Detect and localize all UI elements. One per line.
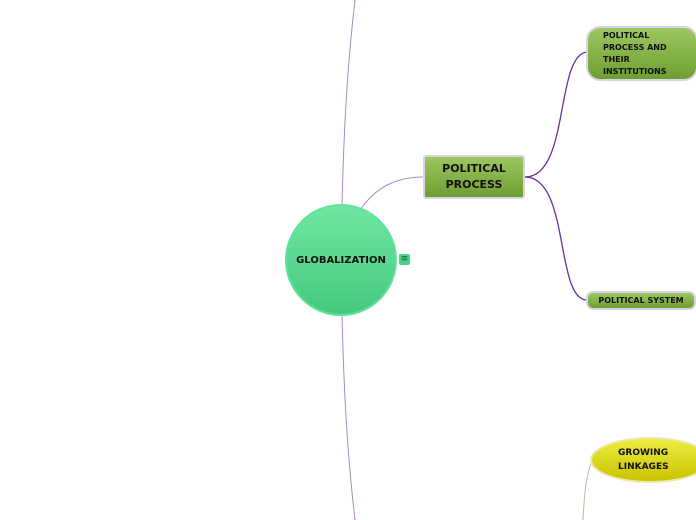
- link-root-top: [341, 0, 356, 207]
- topic-label: POLITICAL PROCESS: [442, 162, 506, 191]
- topic-political-process-institutions[interactable]: POLITICAL PROCESS AND THEIR INSTITUTIONS: [586, 26, 696, 81]
- topic-label: GROWING LINKAGES: [618, 448, 669, 472]
- link-pp-system: [524, 176, 588, 301]
- central-topic-label: GLOBALIZATION: [296, 254, 386, 266]
- topic-label: POLITICAL PROCESS AND THEIR INSTITUTIONS: [603, 30, 667, 76]
- topic-growing-linkages[interactable]: GROWING LINKAGES: [590, 437, 696, 483]
- link-linkages-down: [582, 459, 593, 520]
- link-pp-institutions: [524, 51, 588, 178]
- central-topic-globalization[interactable]: GLOBALIZATION: [285, 204, 397, 316]
- link-root-political-process: [359, 176, 425, 211]
- topic-political-process[interactable]: POLITICAL PROCESS: [423, 155, 525, 199]
- topic-political-system[interactable]: POLITICAL SYSTEM: [586, 291, 696, 310]
- notes-icon[interactable]: ≡: [399, 254, 410, 265]
- topic-label: POLITICAL SYSTEM: [598, 296, 684, 305]
- link-root-bottom: [341, 313, 356, 520]
